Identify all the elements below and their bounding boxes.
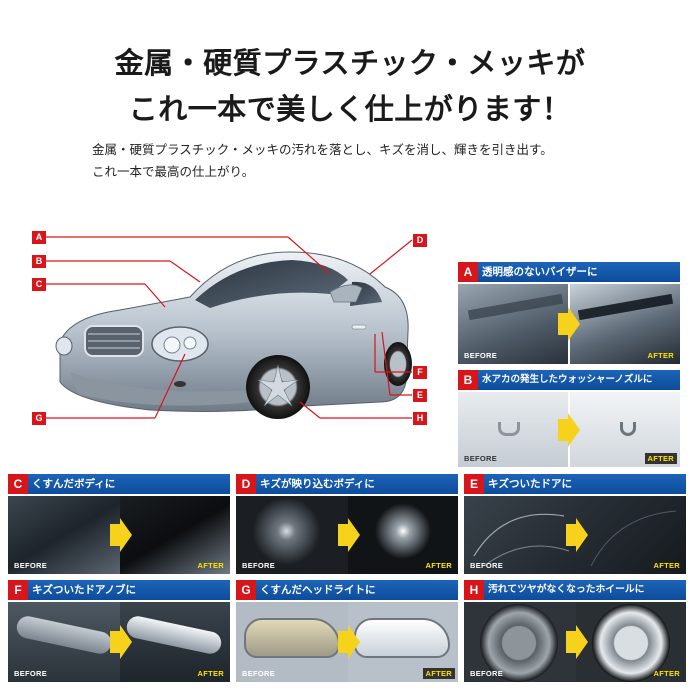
panel-title: キズついたドアノブに [32, 584, 137, 596]
panel-g: G くすんだヘッドライトに BEFORE AFTER [236, 580, 458, 682]
door-edge [590, 510, 677, 567]
description-line-1: 金属・硬質プラスチック・メッキの汚れを落とし、キズを消し、輝きを引き出す。 [92, 142, 553, 157]
before-label: BEFORE [470, 669, 504, 678]
before-label: BEFORE [242, 561, 276, 570]
panel-header [458, 370, 680, 390]
panel-h: H 汚れてツヤがなくなったホイールに BEFORE AFTER [464, 580, 686, 682]
callout-h: H [413, 412, 427, 425]
panel-letter: G [236, 580, 256, 600]
before-photo: BEFORE [236, 602, 348, 682]
after-photo: AFTER [120, 602, 230, 682]
callout-e: E [413, 389, 427, 402]
before-photo: BEFORE [464, 496, 576, 574]
callout-a: A [32, 231, 46, 244]
panel-header [8, 580, 230, 600]
scratch-marks [473, 513, 570, 567]
after-photo: AFTER [576, 496, 686, 574]
after-label: AFTER [644, 453, 677, 464]
panel-c: C くすんだボディに BEFORE AFTER [8, 474, 230, 574]
panel-letter: B [458, 370, 478, 390]
before-photo: BEFORE [8, 496, 120, 574]
after-label: AFTER [422, 668, 455, 679]
panel-letter: F [8, 580, 28, 600]
after-label: AFTER [425, 561, 452, 570]
panel-title: キズついたドアに [488, 478, 572, 490]
after-photo: AFTER [570, 392, 680, 467]
callout-f: F [413, 366, 427, 379]
panel-letter: A [458, 262, 478, 282]
description-line-2: これ一本で最高の仕上がり。 [92, 164, 255, 179]
callout-b: B [32, 255, 46, 268]
panel-title: 透明感のないバイザーに [482, 266, 598, 278]
panel-title: くすんだボディに [32, 478, 116, 490]
before-photo: BEFORE [8, 602, 120, 682]
panel-letter: H [464, 580, 484, 600]
before-label: BEFORE [470, 561, 504, 570]
after-label: AFTER [647, 351, 674, 360]
panel-d: D キズが映り込むボディに BEFORE AFTER [236, 474, 458, 574]
callout-g: G [32, 412, 46, 425]
after-photo: AFTER [348, 602, 458, 682]
after-photo: AFTER [348, 496, 458, 574]
panel-title: 汚れてツヤがなくなったホイールに [488, 584, 645, 595]
car-illustration: A B C D E F G H [30, 222, 440, 447]
after-label: AFTER [653, 561, 680, 570]
arrow-right-icon [566, 518, 588, 552]
before-label: BEFORE [464, 351, 498, 360]
before-photo: BEFORE [458, 392, 568, 467]
panel-title: キズが映り込むボディに [260, 478, 375, 490]
before-label: BEFORE [14, 561, 48, 570]
panel-header [236, 474, 458, 494]
callout-d: D [413, 234, 427, 247]
panel-letter: D [236, 474, 256, 494]
before-photo: BEFORE [236, 496, 348, 574]
before-photo: BEFORE [458, 284, 568, 364]
panel-letter: E [464, 474, 484, 494]
arrow-right-icon [338, 518, 360, 552]
after-photo: AFTER [570, 284, 680, 364]
panel-header [464, 580, 686, 600]
after-label: AFTER [197, 561, 224, 570]
panel-e: E キズついたドアに BEFORE AFTER [464, 474, 686, 574]
arrow-right-icon [558, 307, 580, 341]
panel-header [464, 474, 686, 494]
before-label: BEFORE [464, 454, 498, 463]
panel-title: 水アカの発生したウォッシャーノズルに [482, 374, 653, 385]
headline-line-2: これ一本で美しく仕上がります！ [128, 92, 572, 126]
headline-line-1: 金属・硬質プラスチック・メッキが [114, 46, 586, 80]
arrow-right-icon [110, 518, 132, 552]
arrow-right-icon [566, 625, 588, 659]
after-photo: AFTER [120, 496, 230, 574]
panel-header [458, 262, 680, 282]
after-label: AFTER [197, 669, 224, 678]
callout-c: C [32, 278, 46, 291]
panel-a: A 透明感のないバイザーに BEFORE AFTER [458, 262, 680, 364]
after-label: AFTER [653, 669, 680, 678]
after-photo: AFTER [576, 602, 686, 682]
panel-header [8, 474, 230, 494]
before-photo: BEFORE [464, 602, 576, 682]
panel-b: B 水アカの発生したウォッシャーノズルに BEFORE AFTER [458, 370, 680, 467]
before-label: BEFORE [14, 669, 48, 678]
panel-f: F キズついたドアノブに BEFORE AFTER [8, 580, 230, 682]
panel-title: くすんだヘッドライトに [260, 584, 376, 596]
arrow-right-icon [110, 625, 132, 659]
arrow-right-icon [558, 412, 580, 447]
panel-header [236, 580, 458, 600]
arrow-right-icon [338, 625, 360, 659]
before-label: BEFORE [242, 669, 276, 678]
panel-letter: C [8, 474, 28, 494]
